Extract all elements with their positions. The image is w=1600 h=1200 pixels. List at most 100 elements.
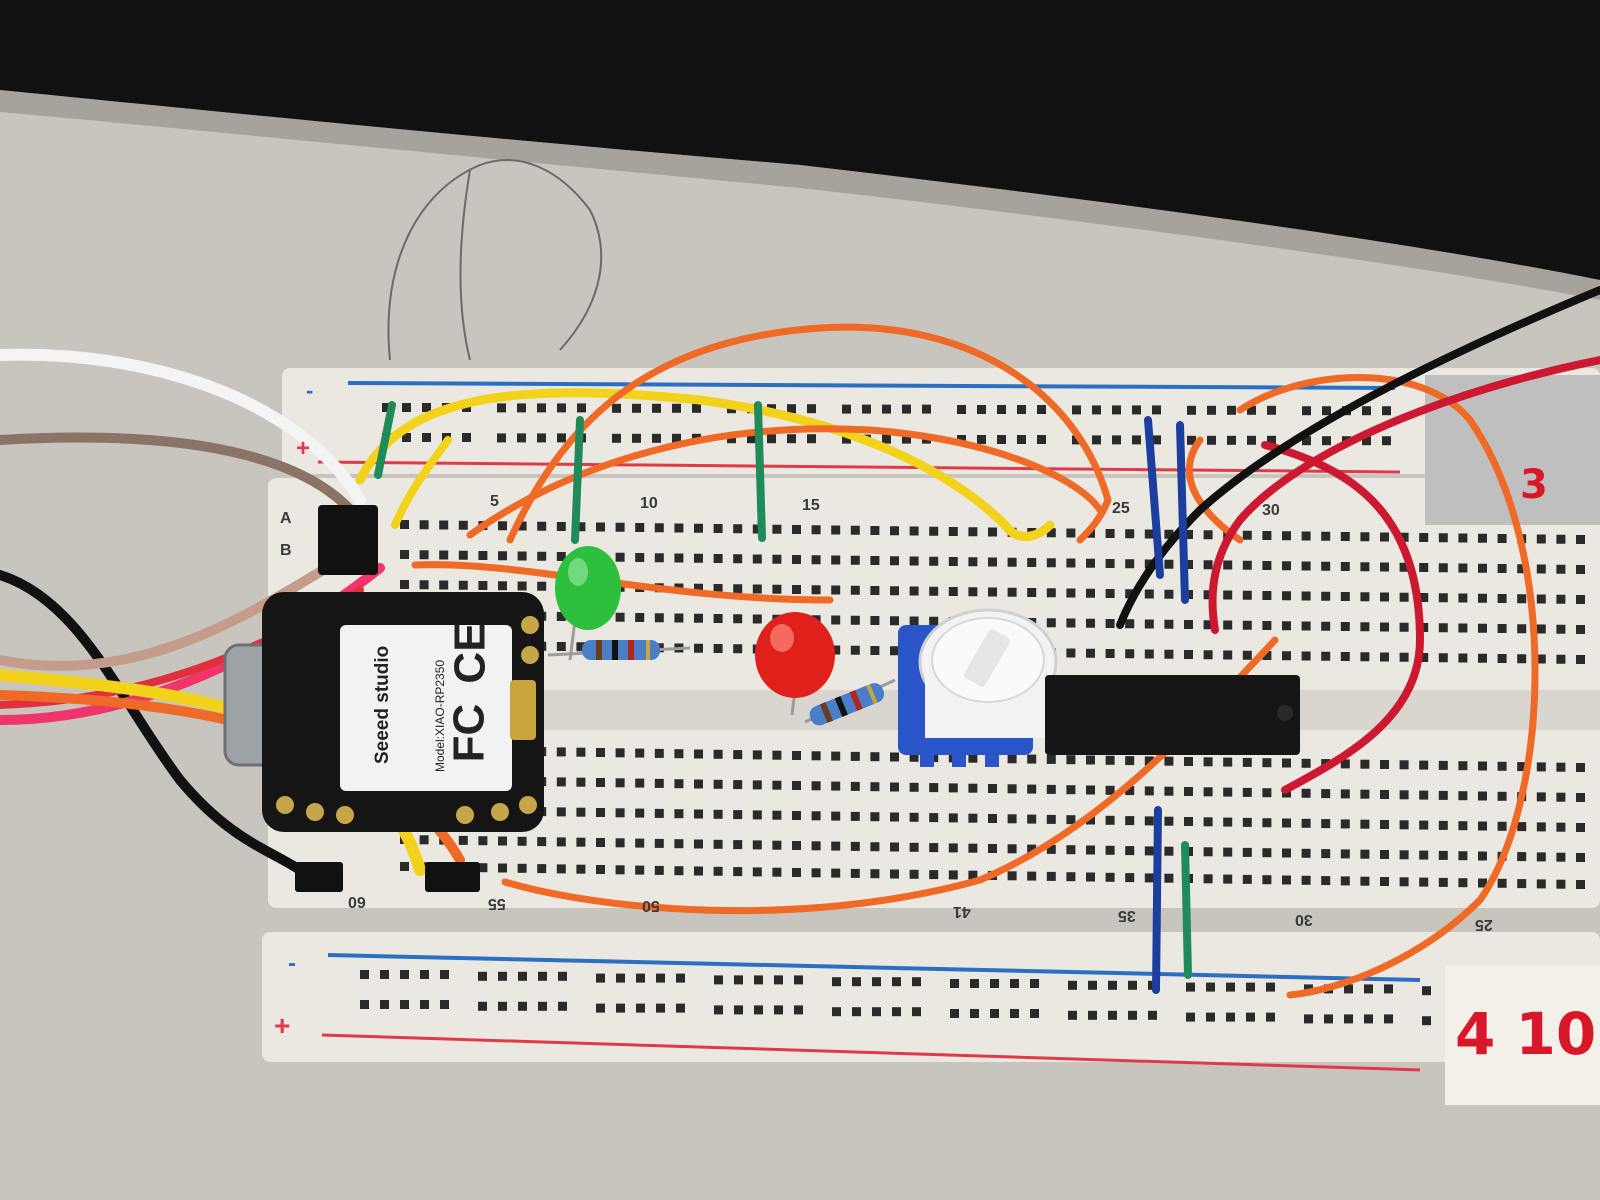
- breadboard-hole: [1184, 757, 1193, 766]
- breadboard-hole: [909, 526, 919, 536]
- breadboard-hole: [997, 405, 1006, 414]
- breadboard-hole: [752, 780, 762, 790]
- breadboard-hole: [558, 1001, 567, 1011]
- breadboard-hole: [1458, 851, 1468, 861]
- breadboard-hole: [517, 863, 527, 873]
- breadboard-hole: [537, 433, 546, 443]
- breadboard-hole: [807, 434, 816, 444]
- column-number-15: 15: [802, 497, 820, 514]
- breadboard-hole: [1027, 814, 1037, 824]
- breadboard-hole: [1267, 435, 1276, 445]
- fc-mark: FC: [444, 703, 494, 763]
- breadboard-hole: [1086, 872, 1095, 882]
- breadboard-hole: [1576, 793, 1585, 802]
- breadboard-hole: [811, 585, 821, 595]
- breadboard-hole: [1105, 872, 1115, 882]
- breadboard-hole: [752, 867, 762, 877]
- breadboard-hole: [1027, 871, 1037, 881]
- breadboard-hole: [498, 551, 507, 561]
- breadboard-hole: [977, 435, 986, 444]
- breadboard-hole: [694, 553, 703, 563]
- breadboard-hole: [1419, 593, 1429, 602]
- breadboard-hole: [517, 403, 526, 413]
- yellow-wire-short: [391, 436, 452, 529]
- breadboard-hole: [1203, 847, 1213, 857]
- breadboard-hole: [1458, 761, 1468, 771]
- breadboard-hole: [1108, 980, 1117, 990]
- breadboard-hole: [1027, 558, 1037, 567]
- column-number-30-bottom: 30: [1295, 911, 1313, 928]
- breadboard-hole: [1246, 1012, 1255, 1022]
- breadboard-hole: [713, 584, 723, 593]
- breadboard-hole: [1497, 624, 1507, 633]
- breadboard-hole: [1207, 435, 1216, 445]
- breadboard-hole: [890, 812, 899, 822]
- breadboard-hole: [1517, 852, 1527, 862]
- breadboard-hole: [1066, 755, 1076, 765]
- breadboard-hole: [1438, 593, 1448, 603]
- breadboard-hole: [1419, 877, 1429, 887]
- breadboard-hole: [654, 553, 664, 563]
- breadboard-hole: [968, 587, 978, 597]
- breadboard-hole: [1144, 786, 1154, 796]
- breadboard-hole: [458, 550, 468, 560]
- breadboard-hole: [1399, 877, 1409, 887]
- breadboard-hole: [1536, 762, 1546, 772]
- breadboard-hole: [616, 973, 625, 983]
- breadboard-hole: [752, 554, 762, 564]
- breadboard-hole: [1438, 653, 1448, 663]
- breadboard-hole: [929, 586, 939, 596]
- breadboard-hole: [1092, 405, 1101, 415]
- breadboard-hole: [1246, 982, 1255, 992]
- breadboard-hole: [1399, 760, 1409, 770]
- breadboard-hole: [807, 404, 816, 414]
- breadboard-hole: [948, 783, 958, 793]
- breadboard-hole: [1105, 589, 1115, 598]
- breadboard-hole: [948, 870, 958, 880]
- breadboard-hole: [870, 556, 880, 565]
- breadboard-hole: [1223, 650, 1233, 660]
- breadboard-hole: [635, 778, 645, 788]
- breadboard-hole: [538, 971, 547, 981]
- breadboard-hole: [1086, 785, 1095, 795]
- blue-jumper-2: [1176, 421, 1189, 604]
- breadboard-hole: [1223, 874, 1233, 884]
- breadboard-hole: [1227, 405, 1236, 415]
- breadboard-hole: [988, 844, 997, 853]
- breadboard-hole: [1556, 792, 1566, 802]
- breadboard-hole: [422, 433, 431, 442]
- breadboard-hole: [439, 520, 449, 530]
- breadboard-hole: [870, 869, 880, 879]
- breadboard-hole: [517, 521, 527, 531]
- column-number-60: 60: [348, 893, 366, 910]
- breadboard-hole: [694, 583, 703, 593]
- breadboard-hole: [1203, 650, 1213, 660]
- breadboard-hole: [1007, 844, 1017, 854]
- black-wire-right: [1116, 286, 1600, 629]
- breadboard-hole: [596, 1003, 605, 1013]
- breadboard-hole: [850, 751, 860, 761]
- breadboard-hole: [1066, 588, 1076, 598]
- breadboard-hole: [1046, 814, 1056, 824]
- breadboard-holes: [360, 403, 1585, 1026]
- breadboard-hole: [1128, 980, 1137, 990]
- breadboard-hole: [1458, 878, 1468, 888]
- breadboard-hole: [1536, 624, 1546, 634]
- breadboard-hole: [752, 584, 762, 594]
- breadboard-hole: [1223, 847, 1233, 857]
- breadboard-hole: [577, 403, 586, 413]
- breadboard-hole: [1030, 979, 1039, 988]
- breadboard-hole: [850, 781, 860, 791]
- bottom-power-rail: [262, 932, 1600, 1062]
- breadboard-hole: [787, 404, 796, 414]
- breadboard-hole: [419, 580, 429, 590]
- breadboard-hole: [948, 527, 958, 536]
- breadboard-hole: [1203, 817, 1213, 827]
- breadboard-hole: [948, 557, 958, 566]
- breadboard-hole: [909, 616, 919, 626]
- breadboard-hole: [1458, 593, 1468, 603]
- shelf-shadow: [0, 90, 1600, 300]
- breadboard-hole: [1517, 654, 1527, 664]
- row-letter-b: B: [280, 542, 292, 559]
